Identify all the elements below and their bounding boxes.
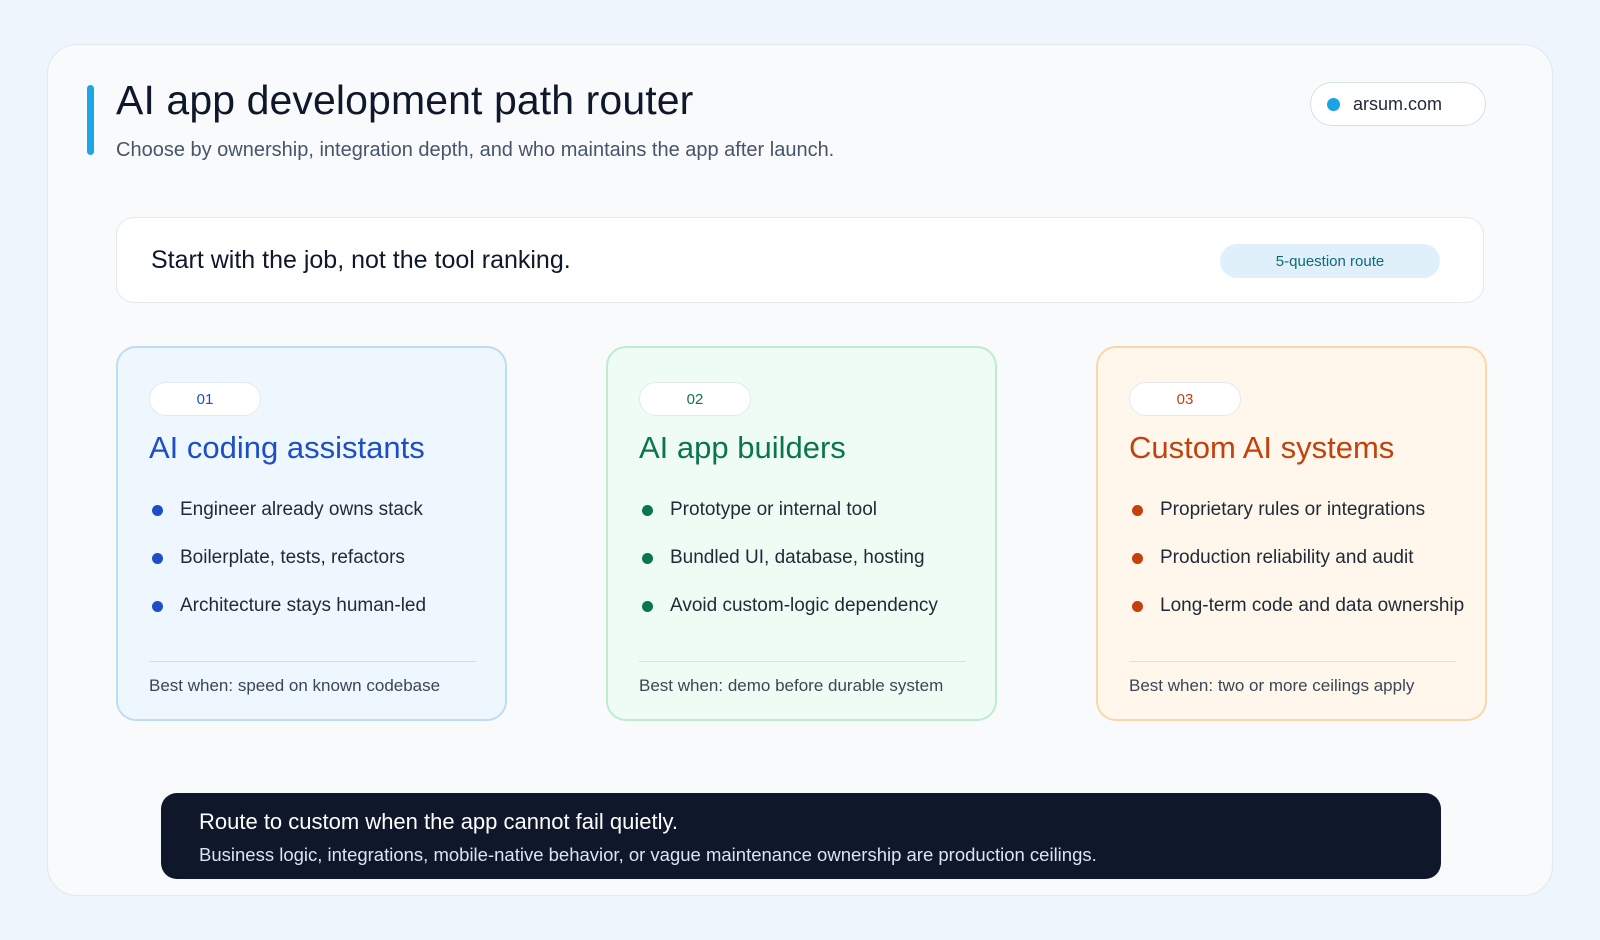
- bullet-dot-icon: [642, 504, 653, 516]
- card-number: 02: [639, 382, 751, 416]
- card-bullet-list: Engineer already owns stack Boilerplate,…: [152, 486, 426, 630]
- card-divider: [1129, 661, 1456, 662]
- footer-callout: Route to custom when the app cannot fail…: [161, 793, 1441, 879]
- list-item: Long-term code and data ownership: [1132, 582, 1464, 630]
- list-item: Prototype or internal tool: [642, 486, 938, 534]
- list-item: Boilerplate, tests, refactors: [152, 534, 426, 582]
- card-title: AI app builders: [639, 430, 846, 465]
- bullet-dot-icon: [1132, 504, 1143, 516]
- bullet-dot-icon: [1132, 600, 1143, 612]
- list-item: Avoid custom-logic dependency: [642, 582, 938, 630]
- intro-banner: Start with the job, not the tool ranking…: [116, 217, 1484, 303]
- bullet-dot-icon: [152, 504, 163, 516]
- list-item: Proprietary rules or integrations: [1132, 486, 1464, 534]
- bullet-text: Architecture stays human-led: [180, 595, 427, 616]
- page-title: AI app development path router: [116, 77, 694, 123]
- card-title: AI coding assistants: [149, 430, 425, 465]
- card-ai-app-builders: 02 AI app builders Prototype or internal…: [606, 346, 997, 721]
- card-divider: [149, 661, 476, 662]
- title-accent-bar: [87, 85, 94, 155]
- bullet-dot-icon: [152, 552, 163, 564]
- card-bullet-list: Prototype or internal tool Bundled UI, d…: [642, 486, 938, 630]
- bullet-dot-icon: [1132, 552, 1143, 564]
- card-number: 03: [1129, 382, 1241, 416]
- bullet-text: Proprietary rules or integrations: [1160, 499, 1426, 520]
- card-number: 01: [149, 382, 261, 416]
- bullet-text: Prototype or internal tool: [670, 499, 878, 520]
- page-subtitle: Choose by ownership, integration depth, …: [116, 139, 835, 161]
- card-ai-coding-assistants: 01 AI coding assistants Engineer already…: [116, 346, 507, 721]
- bullet-text: Engineer already owns stack: [180, 499, 423, 520]
- bullet-dot-icon: [642, 600, 653, 612]
- list-item: Engineer already owns stack: [152, 486, 426, 534]
- route-badge: 5-question route: [1220, 244, 1440, 278]
- bullet-text: Long-term code and data ownership: [1160, 595, 1465, 616]
- card-best-when: Best when: demo before durable system: [639, 676, 944, 695]
- list-item: Bundled UI, database, hosting: [642, 534, 938, 582]
- footer-text: Business logic, integrations, mobile-nat…: [199, 844, 1097, 865]
- list-item: Production reliability and audit: [1132, 534, 1464, 582]
- bullet-text: Avoid custom-logic dependency: [670, 595, 938, 616]
- card-best-when: Best when: two or more ceilings apply: [1129, 676, 1415, 695]
- bullet-dot-icon: [642, 552, 653, 564]
- card-divider: [639, 661, 966, 662]
- brand-dot-icon: [1327, 97, 1340, 111]
- footer-title: Route to custom when the app cannot fail…: [199, 809, 678, 834]
- bullet-text: Production reliability and audit: [1160, 547, 1414, 568]
- brand-text: arsum.com: [1353, 93, 1443, 114]
- card-title: Custom AI systems: [1129, 430, 1395, 465]
- card-bullet-list: Proprietary rules or integrations Produc…: [1132, 486, 1464, 630]
- banner-text: Start with the job, not the tool ranking…: [151, 246, 571, 274]
- main-panel: AI app development path router Choose by…: [47, 44, 1553, 896]
- bullet-text: Boilerplate, tests, refactors: [180, 547, 405, 568]
- card-custom-ai-systems: 03 Custom AI systems Proprietary rules o…: [1096, 346, 1487, 721]
- brand-badge: arsum.com: [1310, 82, 1486, 126]
- bullet-dot-icon: [152, 600, 163, 612]
- list-item: Architecture stays human-led: [152, 582, 426, 630]
- card-best-when: Best when: speed on known codebase: [149, 676, 441, 695]
- bullet-text: Bundled UI, database, hosting: [670, 547, 925, 568]
